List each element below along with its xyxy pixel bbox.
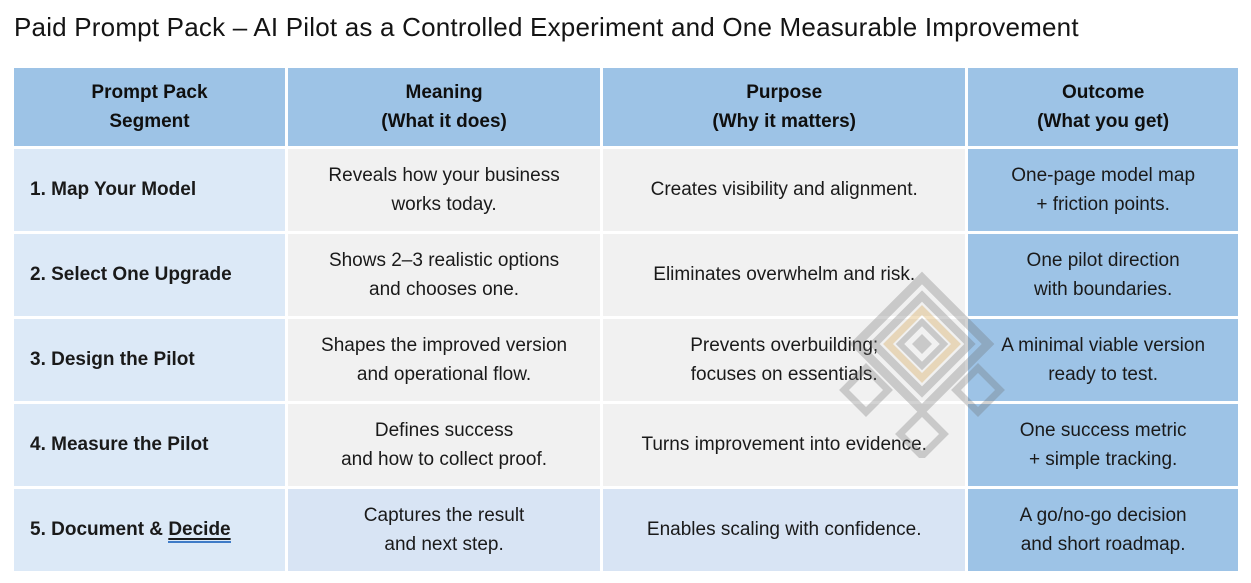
cell-segment: 4. Measure the Pilot [14, 404, 285, 486]
column-header-segment: Prompt Pack Segment [14, 68, 285, 146]
cell-outcome: One-page model map + friction points. [968, 149, 1238, 231]
cell-meaning: Reveals how your business works today. [287, 149, 601, 231]
table-row: 2. Select One Upgrade Shows 2–3 realisti… [14, 234, 1238, 316]
cell-outcome: One pilot direction with boundaries. [968, 234, 1238, 316]
column-header-outcome: Outcome (What you get) [968, 68, 1238, 146]
cell-meaning: Shows 2–3 realistic options and chooses … [287, 234, 601, 316]
table-row: 5. Document & Decide Captures the result… [14, 489, 1238, 571]
header-row: Prompt Pack Segment Meaning (What it doe… [14, 68, 1238, 146]
table-row: 1. Map Your Model Reveals how your busin… [14, 149, 1238, 231]
cell-purpose: Enables scaling with confidence. [603, 489, 966, 571]
cell-segment: 3. Design the Pilot [14, 319, 285, 401]
cell-outcome: One success metric + simple tracking. [968, 404, 1238, 486]
table-row: 3. Design the Pilot Shapes the improved … [14, 319, 1238, 401]
cell-outcome: A minimal viable version ready to test. [968, 319, 1238, 401]
segment-text: 5. Document & [30, 519, 169, 541]
table-row: 4. Measure the Pilot Defines success and… [14, 404, 1238, 486]
cell-segment: 2. Select One Upgrade [14, 234, 285, 316]
prompt-pack-table: Prompt Pack Segment Meaning (What it doe… [11, 65, 1241, 574]
cell-purpose: Prevents overbuilding; focuses on essent… [603, 319, 966, 401]
cell-meaning: Shapes the improved version and operatio… [287, 319, 601, 401]
cell-purpose: Eliminates overwhelm and risk. [603, 234, 966, 316]
cell-meaning: Captures the result and next step. [287, 489, 601, 571]
page-title: Paid Prompt Pack – AI Pilot as a Control… [14, 12, 1079, 42]
cell-segment: 1. Map Your Model [14, 149, 285, 231]
cell-purpose: Creates visibility and alignment. [603, 149, 966, 231]
cell-segment: 5. Document & Decide [14, 489, 285, 571]
column-header-purpose: Purpose (Why it matters) [603, 68, 966, 146]
decide-link[interactable]: Decide [168, 519, 231, 544]
cell-purpose: Turns improvement into evidence. [603, 404, 966, 486]
cell-outcome: A go/no-go decision and short roadmap. [968, 489, 1238, 571]
column-header-meaning: Meaning (What it does) [287, 68, 601, 146]
cell-meaning: Defines success and how to collect proof… [287, 404, 601, 486]
